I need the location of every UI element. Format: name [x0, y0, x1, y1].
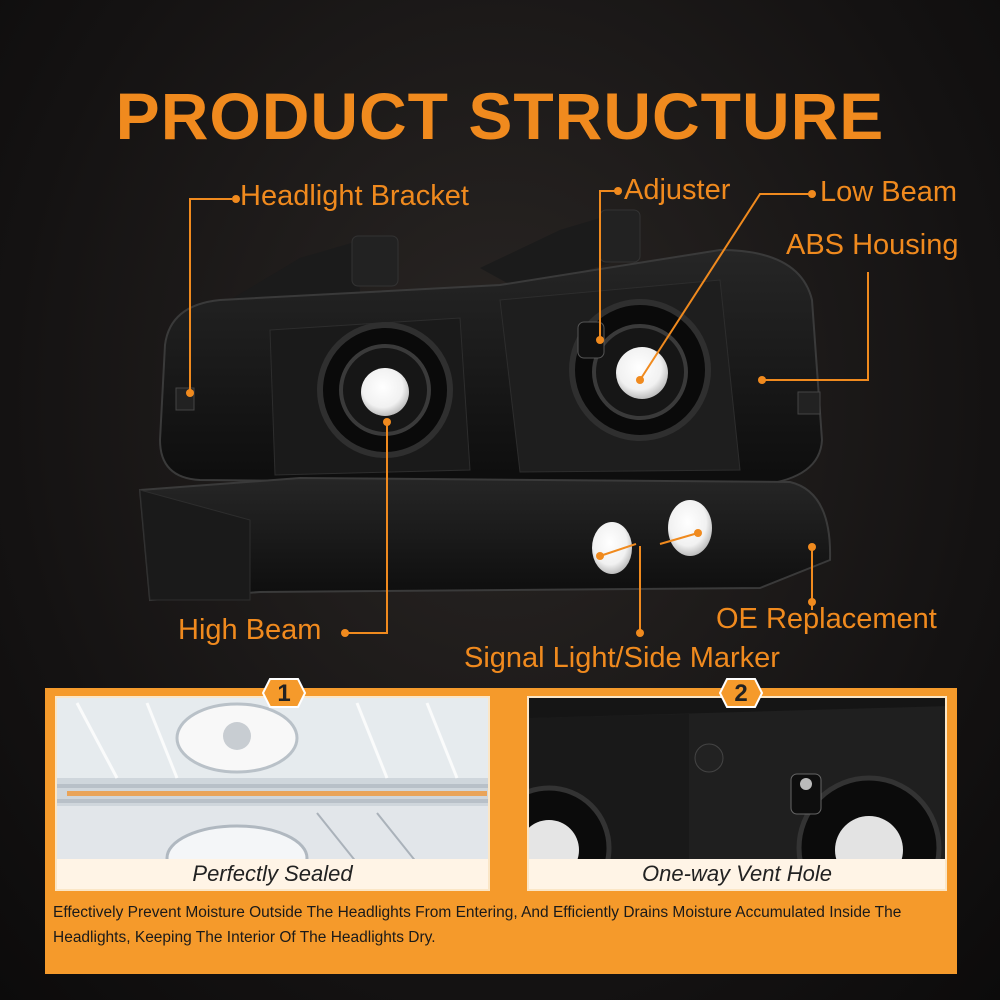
feature-badge-1: 1 [262, 678, 306, 708]
callout-low-beam: Low Beam [820, 176, 958, 208]
feature-card-sealed: Perfectly Sealed [55, 696, 490, 891]
seal-strip [67, 791, 487, 796]
headlight-bracket-left [230, 242, 360, 305]
sealed-lens-image [57, 698, 488, 889]
high-beam-bulb [361, 368, 409, 416]
vent-hole-image [529, 698, 945, 889]
callout-abs-housing: ABS Housing [786, 229, 959, 261]
badge-number: 1 [277, 680, 291, 707]
callout-high-beam: High Beam [178, 614, 322, 646]
badge-number: 2 [734, 680, 748, 707]
headlight-bracket-right [480, 215, 620, 290]
caption-vent: One-way Vent Hole [529, 859, 945, 889]
feature-card-vent: One-way Vent Hole [527, 696, 947, 891]
signal-bulb-right [668, 500, 712, 556]
callout-headlight-bracket: Headlight Bracket [240, 180, 469, 212]
hexagon-icon [262, 678, 306, 708]
bracket-mount-left [351, 235, 399, 287]
hexagon-icon [719, 678, 763, 708]
callout-oe-replacement: OE Replacement [716, 603, 937, 635]
feature-panel: Perfectly Sealed One-way Vent Hole 1 2 E… [45, 678, 957, 974]
signal-housing [138, 476, 832, 602]
callout-leaders [189, 190, 869, 634]
callout-signal-light: Signal Light/Side Marker [464, 642, 780, 674]
caption-sealed: Perfectly Sealed [57, 859, 488, 889]
headlight-illustration [138, 187, 869, 637]
vent-valve [790, 773, 822, 815]
bracket-mount-right [599, 209, 641, 263]
page-title: PRODUCT STRUCTURE [115, 79, 885, 153]
low-beam-bulb [616, 347, 668, 399]
callout-dots [186, 187, 816, 637]
feature-badge-2: 2 [719, 678, 763, 708]
signal-bulb-left [592, 522, 632, 574]
feature-description: Effectively Prevent Moisture Outside The… [53, 904, 902, 946]
callout-adjuster: Adjuster [624, 174, 731, 206]
